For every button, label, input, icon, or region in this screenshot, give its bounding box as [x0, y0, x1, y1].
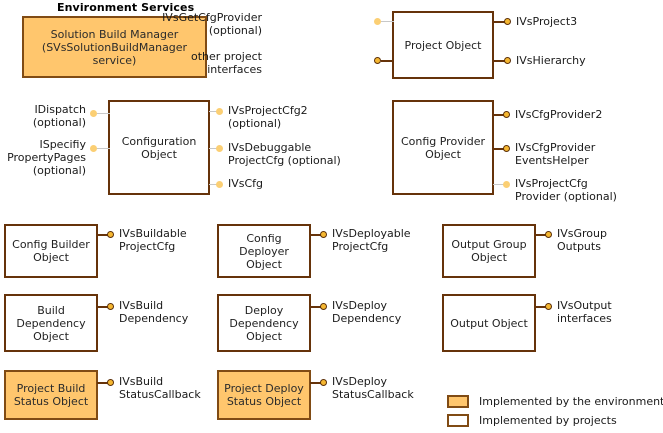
- lead-output-right: [535, 306, 547, 308]
- connector-cfgprovider-right-3[interactable]: [503, 181, 510, 188]
- connector-build-status-right[interactable]: [107, 379, 114, 386]
- interface-label-ivscfgprovider2: IVsCfgProvider2: [515, 108, 603, 121]
- lead-config-deployer-right: [310, 234, 322, 236]
- lead-project-left-2: [381, 60, 394, 62]
- legend-item-environment: Implemented by the environment: [447, 395, 663, 408]
- connector-cfgprovider-right-1[interactable]: [503, 111, 510, 118]
- box-label: Deploy Dependency Object: [229, 303, 299, 343]
- interface-label-ivsdeploystatuscallback: IVsDeploy StatusCallback: [332, 375, 414, 401]
- legend-label-environment: Implemented by the environment: [479, 395, 663, 408]
- box-label: Config Builder Object: [12, 238, 90, 264]
- connector-config-deployer-right[interactable]: [320, 231, 327, 238]
- connector-config-builder-right[interactable]: [107, 231, 114, 238]
- box-project-deploy-status-object[interactable]: Project Deploy Status Object: [217, 370, 311, 420]
- connector-deploy-dependency-right[interactable]: [320, 303, 327, 310]
- interface-label-ivsgetcfgprovider: IVsGetCfgProvider (optional): [162, 11, 262, 37]
- connector-project-left-2[interactable]: [374, 57, 381, 64]
- box-label: Config Deployer Object: [239, 231, 289, 271]
- box-label: Config Provider Object: [400, 134, 486, 161]
- lead-deploy-dependency-right: [310, 306, 322, 308]
- connector-configuration-right-2[interactable]: [216, 145, 223, 152]
- interface-label-ivscfgprovidereventshelper: IVsCfgProvider EventsHelper: [515, 141, 596, 167]
- interface-label-ivshierarchy: IVsHierarchy: [516, 54, 586, 67]
- connector-project-right-2[interactable]: [504, 57, 511, 64]
- box-solution-build-manager[interactable]: Solution Build Manager (SVsSolutionBuild…: [22, 16, 207, 78]
- box-output-object[interactable]: Output Object: [442, 294, 536, 352]
- interface-label-ispecifiy-propertypages: ISpecifiy PropertyPages (optional): [7, 138, 86, 177]
- legend-item-projects: Implemented by projects: [447, 414, 663, 427]
- connector-configuration-left-1[interactable]: [90, 110, 97, 117]
- box-project-build-status-object[interactable]: Project Build Status Object: [4, 370, 98, 420]
- interface-label-ivsoutput-interfaces: IVsOutput interfaces: [557, 299, 612, 325]
- lead-deploy-status-right: [310, 382, 322, 384]
- box-project-object[interactable]: Project Object: [392, 11, 494, 79]
- interface-label-ivsbuildableprojectcfg: IVsBuildable ProjectCfg: [119, 227, 187, 253]
- connector-configuration-right-3[interactable]: [216, 181, 223, 188]
- interface-label-ivsproject3: IVsProject3: [516, 15, 578, 28]
- box-label: Project Deploy Status Object: [224, 382, 304, 408]
- connector-project-left-1[interactable]: [374, 18, 381, 25]
- legend: Implemented by the environment Implement…: [447, 395, 663, 433]
- section-title-environment-services: Environment Services: [57, 1, 195, 14]
- lead-configuration-left-1: [97, 113, 110, 114]
- lead-build-status-right: [97, 382, 109, 384]
- legend-swatch-environment: [447, 395, 469, 408]
- box-build-dependency-object[interactable]: Build Dependency Object: [4, 294, 98, 352]
- lead-project-right-2: [493, 60, 506, 62]
- connector-configuration-left-2[interactable]: [90, 145, 97, 152]
- connector-cfgprovider-right-2[interactable]: [503, 145, 510, 152]
- interface-label-ivsgroupoutputs: IVsGroup Outputs: [557, 227, 607, 253]
- lead-cfgprovider-right-3: [493, 184, 505, 185]
- box-label: Configuration Object: [121, 134, 197, 161]
- box-configuration-object[interactable]: Configuration Object: [108, 100, 210, 195]
- connector-configuration-right-1[interactable]: [216, 108, 223, 115]
- interface-label-idispatch: IDispatch (optional): [32, 103, 86, 129]
- legend-label-projects: Implemented by projects: [479, 414, 617, 427]
- box-label: Output Object: [450, 316, 528, 330]
- lead-project-left-1: [381, 21, 394, 22]
- connector-project-right-1[interactable]: [504, 18, 511, 25]
- lead-config-builder-right: [97, 234, 109, 236]
- box-config-builder-object[interactable]: Config Builder Object: [4, 224, 98, 278]
- interface-label-ivsprojectcfg2: IVsProjectCfg2 (optional): [228, 104, 308, 130]
- lead-cfgprovider-right-1: [493, 114, 505, 116]
- interface-label-ivsbuilddependency: IVsBuild Dependency: [119, 299, 189, 325]
- interface-label-ivsdeployableprojectcfg: IVsDeployable ProjectCfg: [332, 227, 411, 253]
- box-label: Project Build Status Object: [13, 382, 89, 408]
- connector-build-dependency-right[interactable]: [107, 303, 114, 310]
- lead-output-group-right: [535, 234, 547, 236]
- box-label: Project Object: [404, 38, 482, 52]
- lead-project-right-1: [493, 21, 506, 23]
- lead-configuration-left-2: [97, 148, 110, 149]
- interface-label-other-project-interfaces: other project interfaces: [191, 50, 262, 76]
- box-output-group-object[interactable]: Output Group Object: [442, 224, 536, 278]
- box-config-deployer-object[interactable]: Config Deployer Object: [217, 224, 311, 278]
- lead-build-dependency-right: [97, 306, 109, 308]
- legend-swatch-projects: [447, 414, 469, 427]
- lead-configuration-right-1: [209, 111, 221, 112]
- interface-label-ivsdebuggableprojectcfg: IVsDebuggable ProjectCfg (optional): [228, 141, 341, 167]
- interface-label-ivsdeploydependency: IVsDeploy Dependency: [332, 299, 402, 325]
- interface-label-ivsprojectcfgprovider: IVsProjectCfg Provider (optional): [515, 177, 617, 203]
- box-label: Output Group Object: [451, 238, 527, 264]
- box-deploy-dependency-object[interactable]: Deploy Dependency Object: [217, 294, 311, 352]
- lead-configuration-right-2: [209, 148, 221, 149]
- lead-configuration-right-3: [209, 184, 221, 185]
- lead-cfgprovider-right-2: [493, 148, 505, 150]
- interface-label-ivsbuildstatuscallback: IVsBuild StatusCallback: [119, 375, 201, 401]
- box-label: Solution Build Manager (SVsSolutionBuild…: [41, 27, 188, 67]
- interface-label-ivscfg: IVsCfg: [228, 177, 264, 190]
- connector-deploy-status-right[interactable]: [320, 379, 327, 386]
- box-label: Build Dependency Object: [16, 303, 86, 343]
- box-config-provider-object[interactable]: Config Provider Object: [392, 100, 494, 195]
- connector-output-group-right[interactable]: [545, 231, 552, 238]
- connector-output-right[interactable]: [545, 303, 552, 310]
